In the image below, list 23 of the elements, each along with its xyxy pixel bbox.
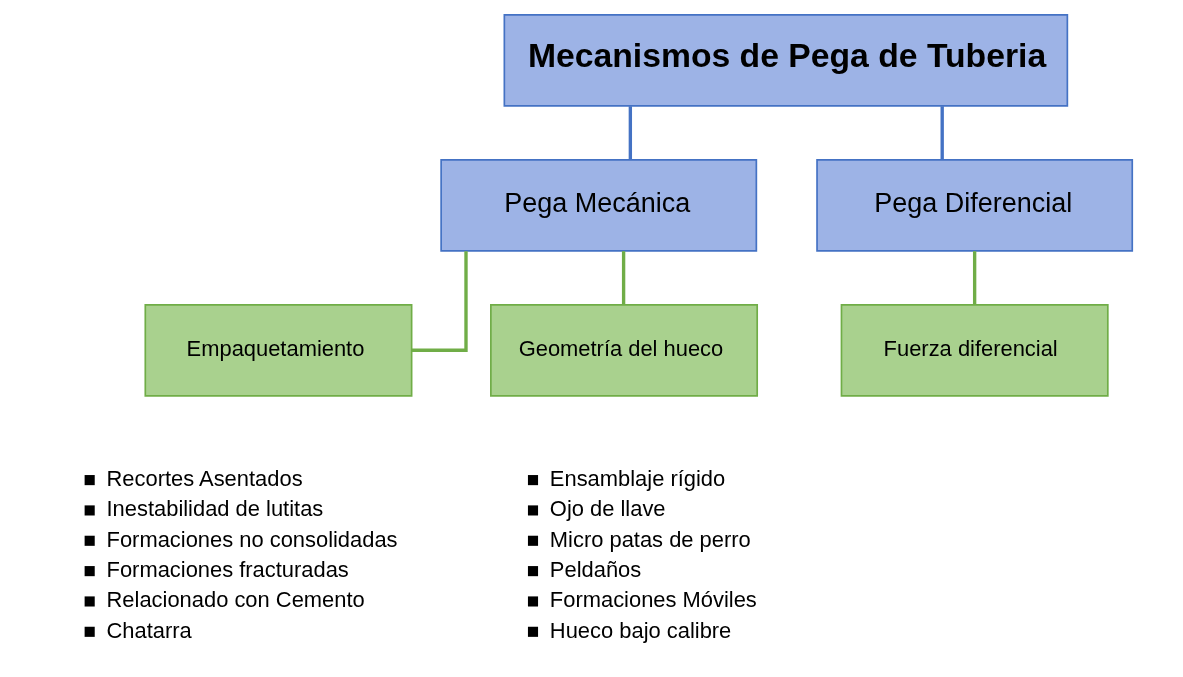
node-label: Formaciones Móviles	[549, 587, 757, 613]
node-label: Hueco bajo calibre	[549, 617, 731, 643]
connector	[972, 251, 976, 305]
node-box: Pega Diferencial	[815, 158, 1133, 252]
node-label: Ensamblaje rígido	[549, 465, 725, 491]
connector	[940, 106, 944, 160]
node-box: Mecanismos de Pega de Tuberia	[503, 14, 1068, 107]
node-label: Formaciones fracturadas	[106, 556, 349, 582]
node-box: Empaquetamiento	[143, 303, 412, 397]
connector	[411, 251, 468, 352]
node-box: Pega Mecánica	[439, 158, 757, 252]
node-label: Inestabilidad de lutitas	[106, 496, 323, 522]
connector	[621, 251, 625, 305]
connector	[628, 106, 632, 160]
node-box: Geometría del hueco	[489, 303, 758, 397]
node-label: Ojo de llave	[549, 496, 666, 522]
node-box: Fuerza diferencial	[840, 303, 1109, 397]
node-label: Relacionado con Cemento	[106, 587, 365, 613]
node-label: Peldaños	[549, 556, 641, 582]
node-label: Recortes Asentados	[106, 465, 303, 491]
node-label: Micro patas de perro	[549, 526, 751, 552]
node-label: Formaciones no consolidadas	[106, 526, 398, 552]
node-label: Chatarra	[106, 617, 192, 643]
